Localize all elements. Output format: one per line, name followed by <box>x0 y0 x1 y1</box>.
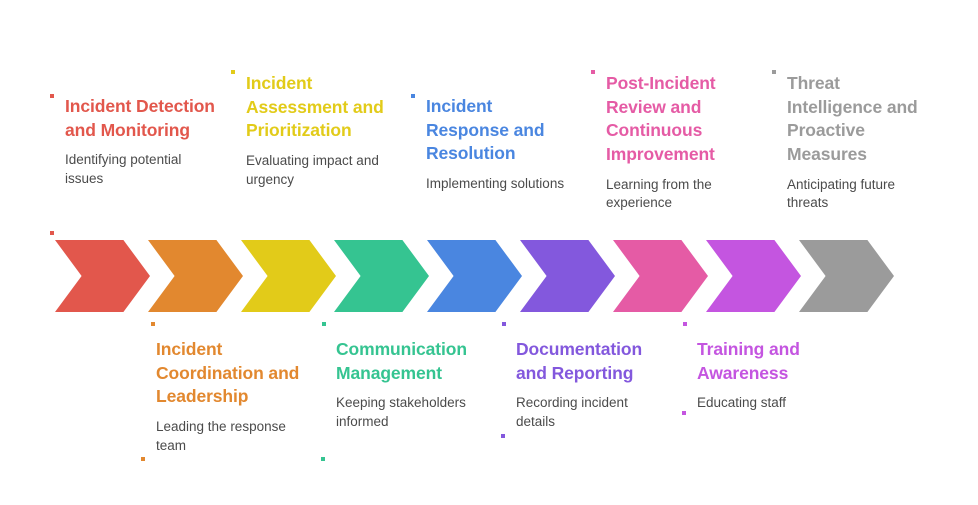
step-title-6: Documentation and Reporting <box>516 339 643 383</box>
step-description-4: Keeping stakeholders informed <box>336 395 466 429</box>
step-description-5: Implementing solutions <box>426 175 565 191</box>
step-title-4: Communication Management <box>336 339 467 383</box>
step-marker-2 <box>141 457 145 461</box>
step-description-9: Anticipating future threats <box>787 176 896 211</box>
step-description-2: Leading the response team <box>156 418 286 453</box>
step-marker-1 <box>50 94 54 98</box>
side-marker-green-top <box>322 322 326 326</box>
side-marker-left-top <box>50 231 54 235</box>
step-label-9: Threat Intelligence and Proactive Measur… <box>787 72 937 213</box>
step-description-3: Evaluating impact and urgency <box>246 152 379 187</box>
chevron-band <box>0 240 978 312</box>
step-title-9: Threat Intelligence and Proactive Measur… <box>787 73 918 164</box>
chevron-4[interactable] <box>334 240 429 312</box>
step-description-6: Recording incident details <box>516 395 628 429</box>
chevron-7[interactable] <box>613 240 708 312</box>
step-marker-8 <box>682 411 686 415</box>
step-marker-5 <box>411 94 415 98</box>
step-title-8: Training and Awareness <box>697 339 800 383</box>
chevron-8[interactable] <box>706 240 801 312</box>
step-title-3: Incident Assessment and Prioritization <box>246 73 384 141</box>
chevron-6[interactable] <box>520 240 615 312</box>
chevron-3[interactable] <box>241 240 336 312</box>
step-description-8: Educating staff <box>697 395 787 411</box>
step-marker-3 <box>231 70 235 74</box>
step-marker-7 <box>591 70 595 74</box>
step-title-2: Incident Coordination and Leadership <box>156 339 300 407</box>
chevron-2[interactable] <box>148 240 243 312</box>
step-marker-6 <box>501 434 505 438</box>
step-title-5: Incident Response and Resolution <box>426 96 545 164</box>
side-marker-orange-top <box>151 322 155 326</box>
step-title-1: Incident Detection and Monitoring <box>65 96 215 140</box>
step-marker-4 <box>321 457 325 461</box>
step-description-7: Learning from the experience <box>606 176 712 211</box>
chevron-1[interactable] <box>55 240 150 312</box>
side-marker-magenta-top <box>683 322 687 326</box>
side-marker-purple-top <box>502 322 506 326</box>
step-title-7: Post-Incident Review and Continuous Impr… <box>606 73 716 164</box>
step-marker-9 <box>772 70 776 74</box>
chevron-5[interactable] <box>427 240 522 312</box>
chevron-9[interactable] <box>799 240 894 312</box>
step-description-1: Identifying potential issues <box>65 152 182 186</box>
step-label-7: Post-Incident Review and Continuous Impr… <box>606 72 756 213</box>
